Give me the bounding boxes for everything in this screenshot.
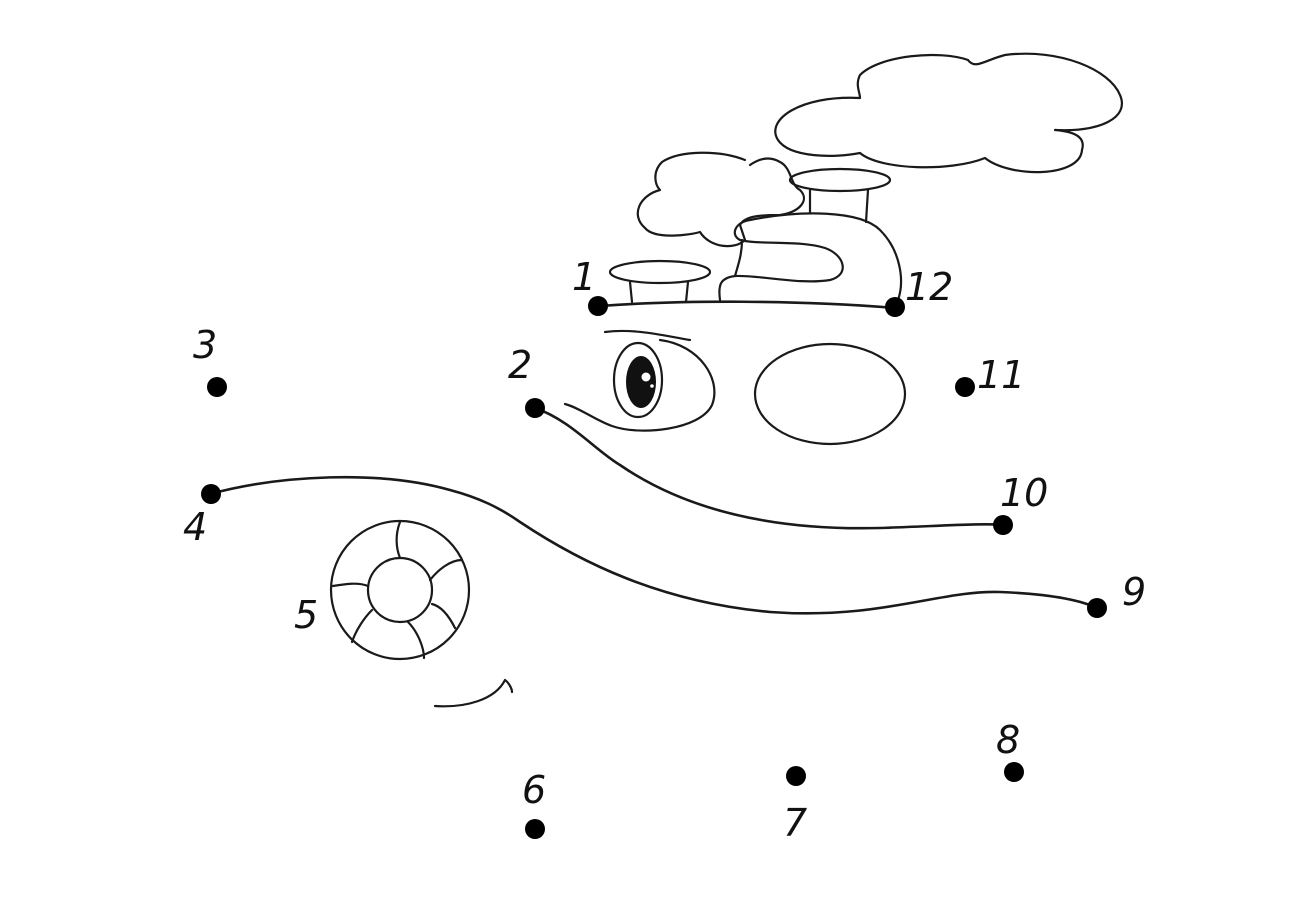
smoke-clouds — [636, 52, 1123, 248]
dot-9 — [1087, 598, 1107, 618]
label-10: 10 — [1000, 471, 1048, 515]
deck-line — [598, 300, 897, 310]
label-1: 1 — [572, 255, 596, 299]
dot-12 — [885, 297, 905, 317]
label-2: 2 — [508, 343, 532, 387]
label-4: 4 — [183, 505, 207, 549]
dot-6 — [525, 819, 545, 839]
label-5: 5 — [294, 593, 318, 637]
lower-hull-line — [208, 475, 1099, 615]
label-8: 8 — [996, 718, 1020, 762]
label-7: 7 — [783, 801, 807, 845]
small-cloud — [636, 151, 805, 248]
porthole-window — [753, 342, 907, 446]
label-3: 3 — [193, 323, 217, 367]
cabin — [718, 212, 902, 302]
dot-4 — [201, 484, 221, 504]
wave-stroke — [433, 678, 514, 708]
dot-labels: 1 2 3 4 5 6 7 8 9 10 11 12 — [183, 255, 1146, 845]
dot-3 — [207, 377, 227, 397]
dot-1 — [588, 296, 608, 316]
dots — [201, 296, 1107, 839]
label-12: 12 — [905, 265, 953, 309]
life-ring — [329, 519, 471, 661]
dot-2 — [525, 398, 545, 418]
dot-7 — [786, 766, 806, 786]
eye — [563, 338, 716, 432]
big-cloud — [774, 52, 1123, 174]
label-9: 9 — [1122, 570, 1146, 614]
upper-hull-line — [533, 406, 1005, 530]
funnel — [608, 259, 712, 304]
dot-8 — [1004, 762, 1024, 782]
label-6: 6 — [522, 768, 546, 812]
eyebrow — [603, 329, 692, 342]
dot-11 — [955, 377, 975, 397]
dot-10 — [993, 515, 1013, 535]
chimney — [788, 167, 892, 224]
label-11: 11 — [977, 353, 1025, 397]
